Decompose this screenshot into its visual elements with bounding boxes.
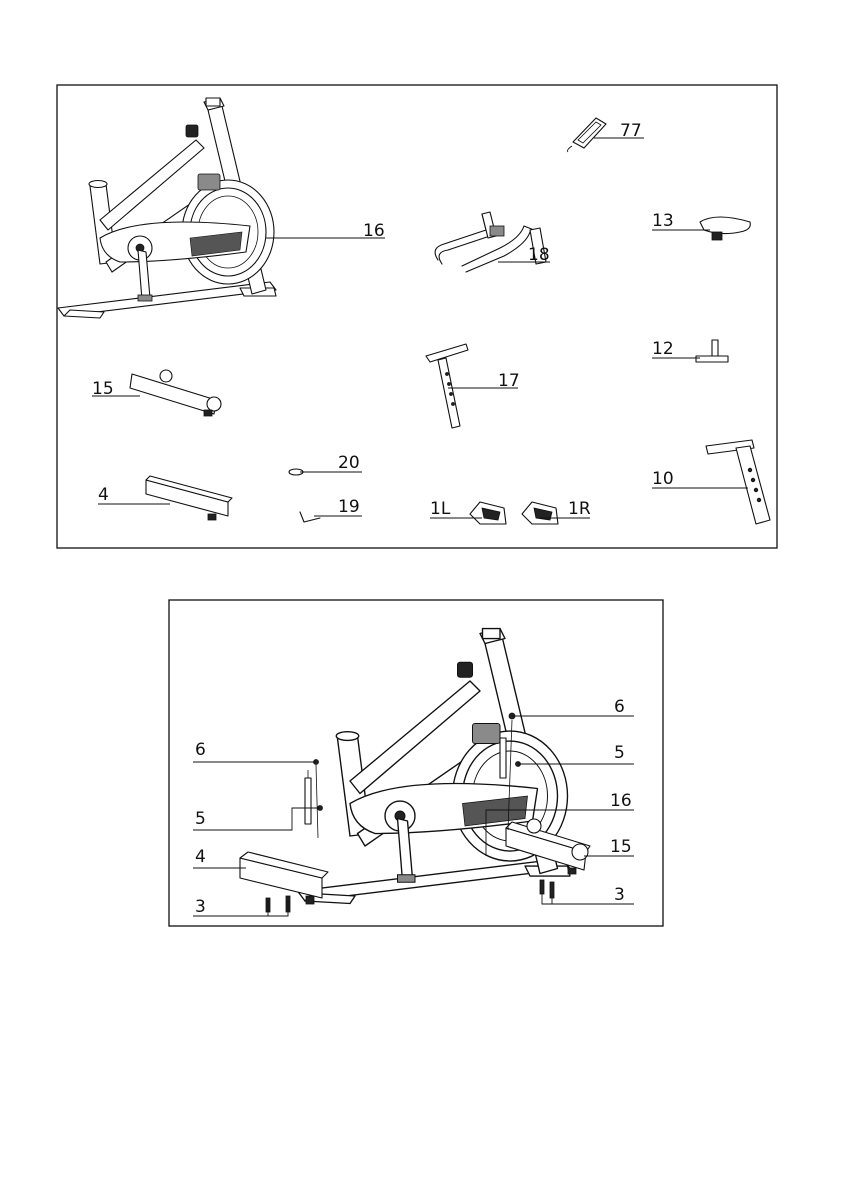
pedal-left-drawing [470, 502, 506, 524]
label-seat-slider: 12 [652, 339, 674, 359]
label-front-stabilizer: 15 [92, 379, 114, 399]
leader-line [193, 900, 288, 916]
label-frame-b: 16 [610, 791, 632, 811]
seat-slider-drawing [696, 340, 728, 362]
label-rear-stabilizer: 4 [98, 485, 109, 505]
label-bolt-right: 3 [614, 885, 625, 905]
console-drawing [568, 118, 607, 152]
label-nut-right: 6 [614, 697, 625, 717]
frame-assembly-drawing [298, 629, 571, 904]
bolt-drawing [300, 512, 320, 522]
label-pedal-left: 1L [430, 499, 451, 519]
label-knob: 20 [338, 453, 360, 473]
parts-panel: 16 77 18 13 [57, 85, 777, 548]
front-stabilizer-drawing [130, 370, 221, 416]
label-washer-left: 5 [195, 809, 206, 829]
pedal-right-drawing [522, 502, 558, 524]
seat-post-drawing [426, 344, 468, 428]
rear-stabilizer-assembly [240, 852, 328, 904]
label-handlebar-post: 10 [652, 469, 674, 489]
rear-stabilizer-drawing [146, 476, 232, 520]
assembly-panel: 6 5 4 3 6 5 16 15 3 [169, 600, 663, 926]
label-bolt: 19 [338, 497, 360, 517]
label-console: 77 [620, 121, 642, 141]
saddle-drawing [700, 217, 750, 240]
handlebar-post-drawing [706, 440, 770, 524]
label-rear-stabilizer-b: 4 [195, 847, 206, 867]
label-pedal-right: 1R [568, 499, 591, 519]
label-washer-right: 5 [614, 743, 625, 763]
label-saddle: 13 [652, 211, 674, 231]
label-seat-post: 17 [498, 371, 520, 391]
label-frame: 16 [363, 221, 385, 241]
label-handlebar: 18 [528, 245, 550, 265]
label-front-stabilizer-b: 15 [610, 837, 632, 857]
leader-line [193, 808, 320, 830]
label-nut-left: 6 [195, 740, 206, 760]
label-bolt-left: 3 [195, 897, 206, 917]
main-frame-drawing [58, 98, 276, 318]
